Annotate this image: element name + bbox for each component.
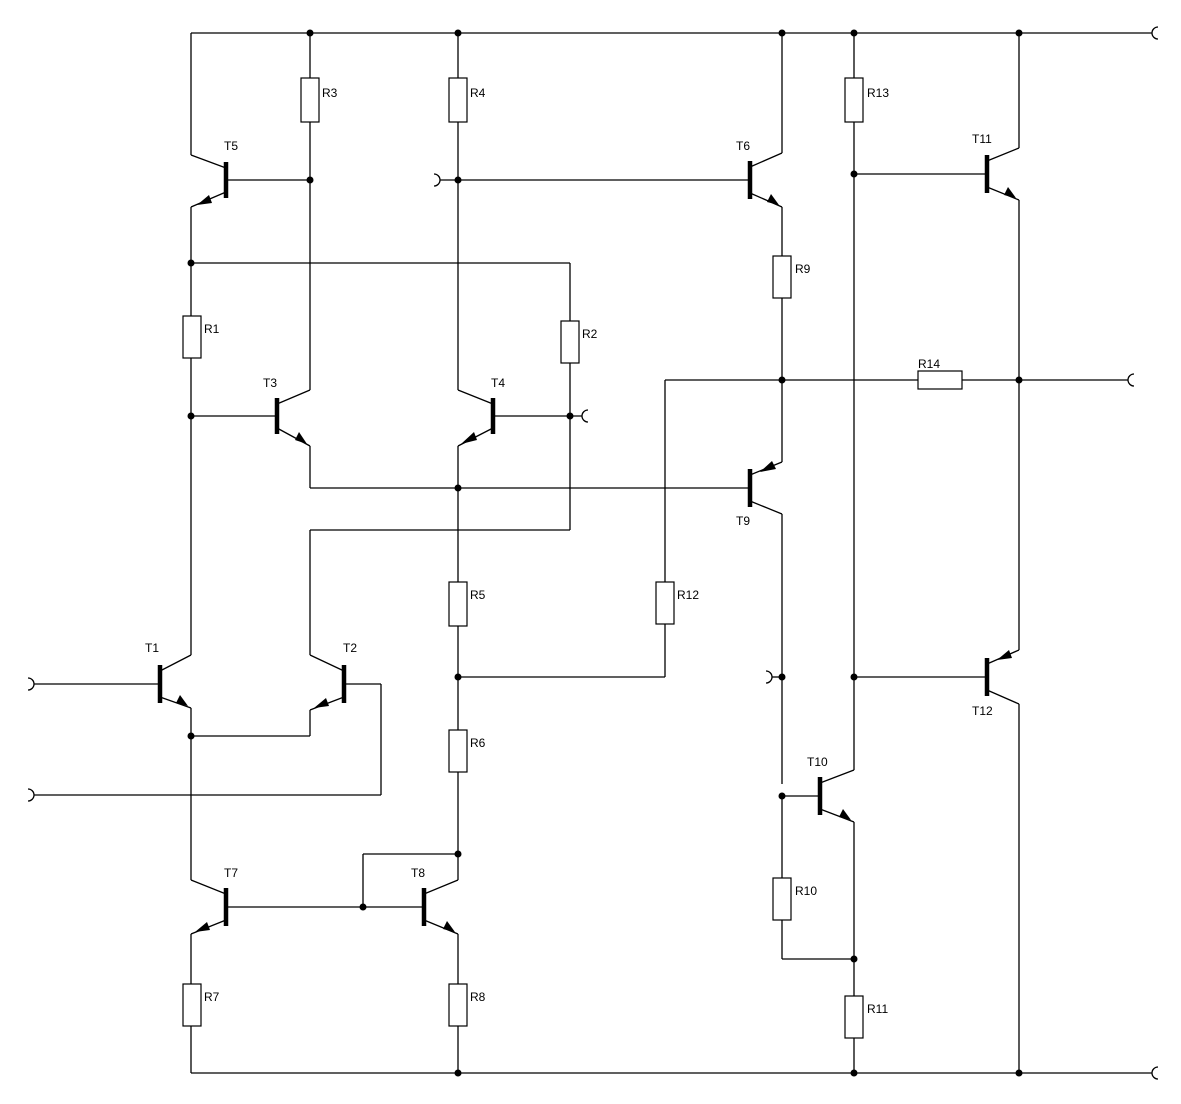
resistor-r1 xyxy=(182,315,202,359)
junction-dots xyxy=(187,29,1023,1077)
terminal-r4-node xyxy=(433,173,441,187)
terminal-vcc xyxy=(1151,26,1159,40)
transistor-bases xyxy=(157,155,990,926)
resistor-r9 xyxy=(772,255,792,299)
resistor-r7-label: R7 xyxy=(204,990,220,1004)
transistor-t11-arrow xyxy=(1004,187,1016,198)
resistor-r3 xyxy=(300,77,320,123)
terminal-t4-base xyxy=(581,409,589,423)
resistor-r6 xyxy=(448,729,468,773)
resistor-r11-label: R11 xyxy=(867,1002,888,1016)
transistor-leads xyxy=(159,147,1020,935)
labels: R1 R2 R3 R4 R5 R6 R7 R8 R9 R10 R11 R12 R… xyxy=(145,86,993,1016)
resistor-r14 xyxy=(917,370,963,390)
resistor-r4 xyxy=(448,77,468,123)
resistor-r4-label: R4 xyxy=(470,86,486,100)
resistor-r10-label: R10 xyxy=(795,884,817,898)
resistor-r8-label: R8 xyxy=(470,990,486,1004)
resistor-r10 xyxy=(772,877,792,921)
transistor-t12-label: T12 xyxy=(972,704,993,718)
resistor-r2 xyxy=(560,320,580,364)
resistor-r7 xyxy=(182,983,202,1027)
transistor-t5-arrow xyxy=(197,195,212,205)
resistor-r3-label: R3 xyxy=(322,86,338,100)
transistor-t5-label: T5 xyxy=(224,139,238,153)
transistor-t2-arrow xyxy=(314,698,329,708)
transistor-t3-arrow xyxy=(295,432,307,444)
terminal-input-noninverting xyxy=(27,677,35,691)
transistor-t11-label: T11 xyxy=(972,132,992,146)
transistor-t7-arrow xyxy=(195,922,210,932)
resistor-r2-label: R2 xyxy=(582,327,598,341)
resistor-r11 xyxy=(844,995,864,1039)
transistor-t3-label: T3 xyxy=(263,376,277,390)
transistor-t12-arrow xyxy=(997,650,1012,660)
transistor-t2-label: T2 xyxy=(343,641,357,655)
resistor-r12 xyxy=(655,581,675,625)
terminal-t9-node xyxy=(765,670,773,684)
resistors xyxy=(182,77,963,1039)
transistor-t4-arrow xyxy=(461,432,477,444)
transistor-t7-label: T7 xyxy=(224,866,238,880)
resistor-r12-label: R12 xyxy=(677,588,699,602)
resistor-r14-label: R14 xyxy=(918,357,940,371)
transistor-t4-label: T4 xyxy=(491,376,505,390)
terminal-output xyxy=(1127,373,1135,387)
terminal-vee xyxy=(1151,1066,1159,1080)
transistor-t6-label: T6 xyxy=(736,139,750,153)
resistor-r5 xyxy=(448,581,468,627)
transistor-t1-arrow xyxy=(176,695,188,706)
resistor-r6-label: R6 xyxy=(470,736,486,750)
resistor-r13-label: R13 xyxy=(867,86,889,100)
transistor-t9-label: T9 xyxy=(736,514,750,528)
terminal-input-inverting xyxy=(27,788,35,802)
emitter-arrows xyxy=(176,187,1016,932)
transistor-t10-label: T10 xyxy=(807,755,828,769)
resistor-r13 xyxy=(844,77,864,123)
transistor-t6-arrow xyxy=(767,194,779,205)
wires xyxy=(34,32,1152,1074)
resistor-r1-label: R1 xyxy=(204,322,220,336)
resistor-r9-label: R9 xyxy=(795,262,811,276)
transistor-t1-label: T1 xyxy=(145,641,159,655)
resistor-r8 xyxy=(448,983,468,1027)
transistor-t10-arrow xyxy=(839,809,851,820)
transistor-t8-label: T8 xyxy=(411,866,425,880)
resistor-r5-label: R5 xyxy=(470,588,486,602)
transistor-t8-arrow xyxy=(443,921,455,932)
transistor-t9-arrow xyxy=(760,461,776,472)
terminals xyxy=(27,26,1159,1080)
